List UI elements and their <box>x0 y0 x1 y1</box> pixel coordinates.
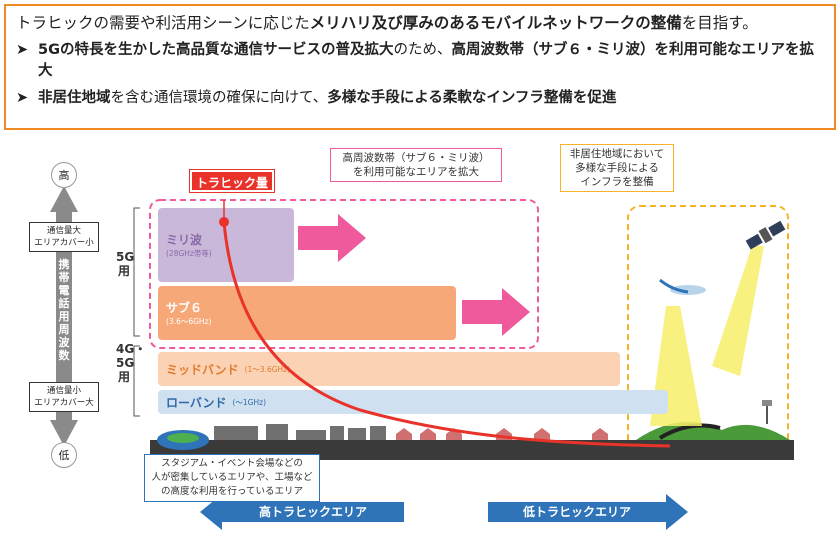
low-traffic-area-label: 低トラヒックエリア <box>522 505 631 519</box>
bullet-arrow-icon: ➤ <box>16 42 29 58</box>
bullet-2: ➤ 非居住地域を含む通信環境の確保に向けて、多様な手段による柔軟なインフラ整備を… <box>16 88 824 109</box>
bullet-1-normal: のため、 <box>393 42 452 58</box>
group-5g-label: 5G用 <box>116 250 135 278</box>
cell-tower-icon <box>762 400 772 424</box>
band-lowband-name: ローバンド <box>166 395 227 410</box>
high-traffic-arrow <box>200 494 404 530</box>
axis-bottom-note: 通信量小 エリアカバー大 <box>29 382 99 412</box>
high-traffic-area-label: 高トラヒックエリア <box>258 505 367 519</box>
band-mmwave-name: ミリ波 <box>166 233 203 247</box>
band-sub6: サブ６ (3.6～6GHz) <box>158 286 456 340</box>
bullet-2-text: 非居住地域 <box>38 90 111 106</box>
axis-title: 携帯電話用周波数 <box>58 258 70 362</box>
low-traffic-arrow <box>488 494 688 530</box>
satellite-icon <box>745 220 786 250</box>
group-4g5g-label: 4G・5G用 <box>116 342 147 384</box>
axis-top-note: 通信量大 エリアカバー小 <box>29 222 99 252</box>
callout-stadium: スタジアム・イベント会場などの 人が密集しているエリアや、工場など の高度な利用… <box>144 454 320 502</box>
band-midband: ミッドバンド (1～3.6GHz) <box>158 352 620 386</box>
bullet-arrow-icon: ➤ <box>16 90 29 106</box>
bullet-2-bold: 多様な手段による柔軟なインフラ整備を促進 <box>327 90 617 106</box>
axis-low-label: 低 <box>51 442 77 468</box>
expand-arrow-sub6 <box>462 288 530 336</box>
expand-arrow-mmwave <box>298 214 366 262</box>
vertical-axis-arrow <box>50 186 78 446</box>
frequency-diagram: 高 低 通信量大 エリアカバー小 通信量小 エリアカバー大 携帯電話用周波数 5… <box>0 140 840 544</box>
headline-pre: トラヒックの需要や利活用シーンに応じた <box>16 14 310 32</box>
traffic-label: トラヒック量 <box>189 169 275 193</box>
bullet-1-text: 5Gの特長を生かした高品質な通信サービスの普及拡大 <box>38 42 394 58</box>
band-mmwave: ミリ波 (28GHz帯等) <box>158 208 294 282</box>
band-mmwave-range: (28GHz帯等) <box>166 249 212 258</box>
headline-post: を目指す。 <box>681 14 758 32</box>
haps-aircraft-icon <box>659 278 706 295</box>
bullet-2-normal: を含む通信環境の確保に向けて、 <box>110 90 328 106</box>
hills-icon <box>636 422 790 440</box>
band-sub6-name: サブ６ <box>166 301 203 315</box>
bullet-1-bold: 高周波数帯（サブ６・ミリ波）を利用可能なエリアを拡大 <box>38 42 814 79</box>
headline: トラヒックの需要や利活用シーンに応じたメリハリ及び厚みのあるモバイルネットワーク… <box>16 12 824 34</box>
band-midband-range: (1～3.6GHz) <box>244 364 291 374</box>
callout-non-residential: 非居住地域において 多様な手段による インフラを整備 <box>560 144 674 192</box>
houses-icon <box>396 428 608 440</box>
callout-high-freq: 高周波数帯（サブ６・ミリ波） を利用可能なエリアを拡大 <box>330 148 502 182</box>
band-lowband-range: (～1GHz) <box>232 397 266 407</box>
summary-box: トラヒックの需要や利活用シーンに応じたメリハリ及び厚みのあるモバイルネットワーク… <box>4 4 836 130</box>
band-midband-name: ミッドバンド <box>166 362 239 377</box>
city-buildings-icon <box>214 424 386 440</box>
headline-bold: メリハリ及び厚みのあるモバイルネットワークの整備 <box>309 14 682 32</box>
band-lowband: ローバンド (～1GHz) <box>158 390 668 414</box>
bullet-1: ➤ 5Gの特長を生かした高品質な通信サービスの普及拡大のため、高周波数帯（サブ６… <box>16 40 824 82</box>
axis-high-label: 高 <box>51 162 77 188</box>
band-sub6-range: (3.6～6GHz) <box>166 317 212 326</box>
satellite-beam <box>712 246 764 376</box>
